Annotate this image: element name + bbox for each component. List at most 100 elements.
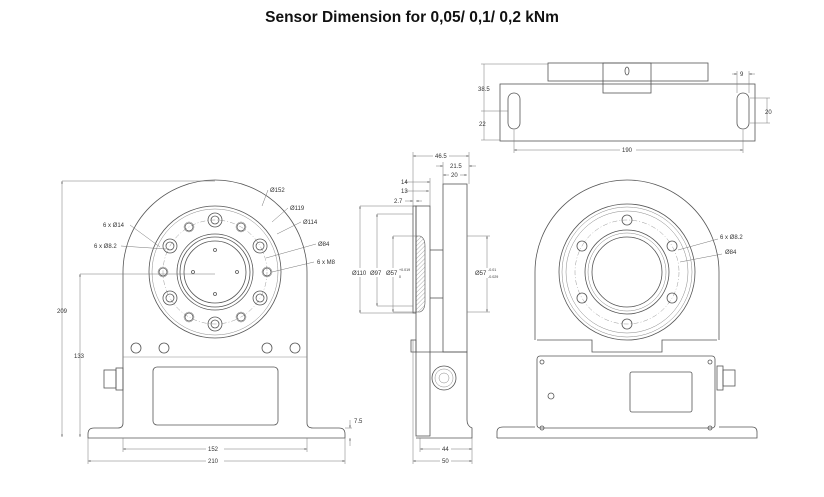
dim-label-13: 13 bbox=[401, 189, 408, 195]
front-view-hub-inner bbox=[179, 236, 251, 308]
front-view-holes bbox=[157, 212, 273, 332]
front-hole-8-2 bbox=[165, 293, 175, 303]
rear-hole-8-2 bbox=[666, 292, 678, 304]
front-view: Ø152 Ø119 Ø114 Ø84 6 x M8 6 x Ø14 6 x Ø8… bbox=[57, 179, 363, 465]
label-bg bbox=[449, 171, 460, 179]
dim-label-133: 133 bbox=[74, 354, 85, 360]
front-view-connector bbox=[103, 369, 117, 389]
dim-label-7-5: 7.5 bbox=[354, 419, 363, 425]
dim-label-38-5: 38.5 bbox=[478, 87, 490, 93]
drawing-title: Sensor Dimension for 0,05/ 0,1/ 0,2 kNm bbox=[265, 9, 559, 26]
label-rear-holes: 6 x Ø8.2 bbox=[720, 235, 743, 241]
leader bbox=[271, 207, 289, 223]
front-hole-14 bbox=[162, 238, 178, 254]
label-holes-14: 6 x Ø14 bbox=[103, 223, 125, 229]
label-bg bbox=[351, 268, 407, 277]
top-view-slot-left bbox=[507, 92, 521, 130]
side-view-hatched-section bbox=[415, 235, 426, 313]
dim-label-d97: Ø97 bbox=[370, 271, 382, 277]
side-view-rotor bbox=[442, 183, 468, 353]
front-view-hub bbox=[176, 233, 254, 311]
front-thread-m8 bbox=[236, 312, 246, 322]
rear-view-connector-nut bbox=[716, 365, 724, 391]
front-view-bolt-circle-84 bbox=[162, 219, 268, 325]
dim-label-209: 209 bbox=[57, 309, 68, 315]
rear-view-screw bbox=[707, 425, 713, 431]
front-thread-m8 bbox=[184, 222, 194, 232]
dim-label-152: 152 bbox=[208, 447, 219, 453]
front-hole-14 bbox=[252, 238, 268, 254]
dim-label-22: 22 bbox=[479, 122, 486, 128]
dim-label-d110: Ø110 bbox=[352, 271, 367, 277]
rear-view-ring bbox=[565, 210, 689, 334]
dim-label-20-slot: 20 bbox=[765, 110, 772, 116]
side-view: 46.5 21.5 20 14 13 2.7 Ø110 Ø97 Ø57 +0.0… bbox=[351, 152, 502, 465]
dim-label-50: 50 bbox=[442, 459, 449, 465]
rear-view-base bbox=[496, 426, 758, 439]
rear-hole-8-2 bbox=[576, 292, 588, 304]
top-view-keyway bbox=[624, 66, 630, 76]
tol-lower-left: 0 bbox=[399, 275, 401, 279]
top-view-shaft-block bbox=[602, 62, 652, 94]
rear-view-ring-outer bbox=[558, 203, 696, 341]
front-hole-14 bbox=[252, 290, 268, 306]
front-hole-14 bbox=[207, 212, 223, 228]
dim-label-14: 14 bbox=[401, 180, 408, 186]
front-view-base-outline bbox=[87, 318, 346, 439]
front-center-pin bbox=[235, 270, 239, 274]
leader bbox=[129, 224, 161, 248]
rear-view-bolt-circle-84 bbox=[574, 219, 680, 325]
leader bbox=[261, 189, 269, 207]
rear-view-led bbox=[547, 392, 555, 400]
label-d84: Ø84 bbox=[318, 242, 330, 248]
front-center-pin bbox=[191, 270, 195, 274]
front-hole-8-2 bbox=[165, 241, 175, 251]
rear-view-screw bbox=[707, 359, 713, 365]
rear-view-screw bbox=[539, 425, 545, 431]
rear-view-hub bbox=[584, 229, 670, 315]
top-view-slot-right bbox=[736, 92, 750, 130]
rear-view-shoulder bbox=[537, 339, 717, 353]
front-hole-14 bbox=[162, 290, 178, 306]
label-rear-d84: Ø84 bbox=[725, 250, 737, 256]
dim-label-d57-left: Ø57 bbox=[386, 271, 398, 277]
front-thread-m8 bbox=[236, 222, 246, 232]
front-view-label-plate bbox=[152, 366, 279, 426]
front-thread-m8-outer bbox=[235, 311, 247, 323]
dim-label-2-7: 2.7 bbox=[394, 199, 403, 205]
leader bbox=[271, 261, 315, 273]
side-view-lip bbox=[410, 339, 417, 353]
front-view-bore bbox=[183, 240, 247, 304]
front-hole-8-2 bbox=[255, 241, 265, 251]
rear-hole-8-2 bbox=[666, 240, 678, 252]
side-view-connector bbox=[431, 365, 457, 391]
side-view-body-front bbox=[415, 205, 431, 437]
label-bg bbox=[620, 146, 636, 154]
label-m8: 6 x M8 bbox=[317, 260, 336, 266]
rear-view-cover-plate bbox=[536, 355, 716, 429]
label-bg bbox=[206, 457, 224, 465]
front-thread-m8 bbox=[184, 312, 194, 322]
front-thread-m8 bbox=[262, 267, 272, 277]
label-bg bbox=[206, 445, 224, 453]
rear-hole-8-2 bbox=[621, 214, 633, 226]
dim-label-9: 9 bbox=[740, 72, 744, 78]
top-view-base bbox=[499, 83, 756, 142]
front-view-screw bbox=[289, 342, 301, 354]
front-hole-8-2 bbox=[210, 319, 220, 329]
side-view-connector-ring bbox=[434, 368, 454, 388]
front-hole-8-2 bbox=[210, 215, 220, 225]
rear-view-connector bbox=[722, 369, 736, 387]
front-thread-m8-outer bbox=[235, 221, 247, 233]
rear-hole-8-2 bbox=[576, 240, 588, 252]
front-thread-m8-outer bbox=[157, 266, 169, 278]
tol-upper-left: +0.019 bbox=[399, 268, 410, 272]
side-view-flange-face bbox=[412, 205, 417, 314]
front-view-screw bbox=[130, 342, 142, 354]
label-bg bbox=[440, 445, 451, 453]
label-bg bbox=[433, 152, 449, 160]
side-view-connector-pins bbox=[438, 372, 450, 384]
dim-label-210: 210 bbox=[208, 459, 219, 465]
front-hole-14 bbox=[207, 316, 223, 332]
front-center-pin bbox=[213, 292, 217, 296]
